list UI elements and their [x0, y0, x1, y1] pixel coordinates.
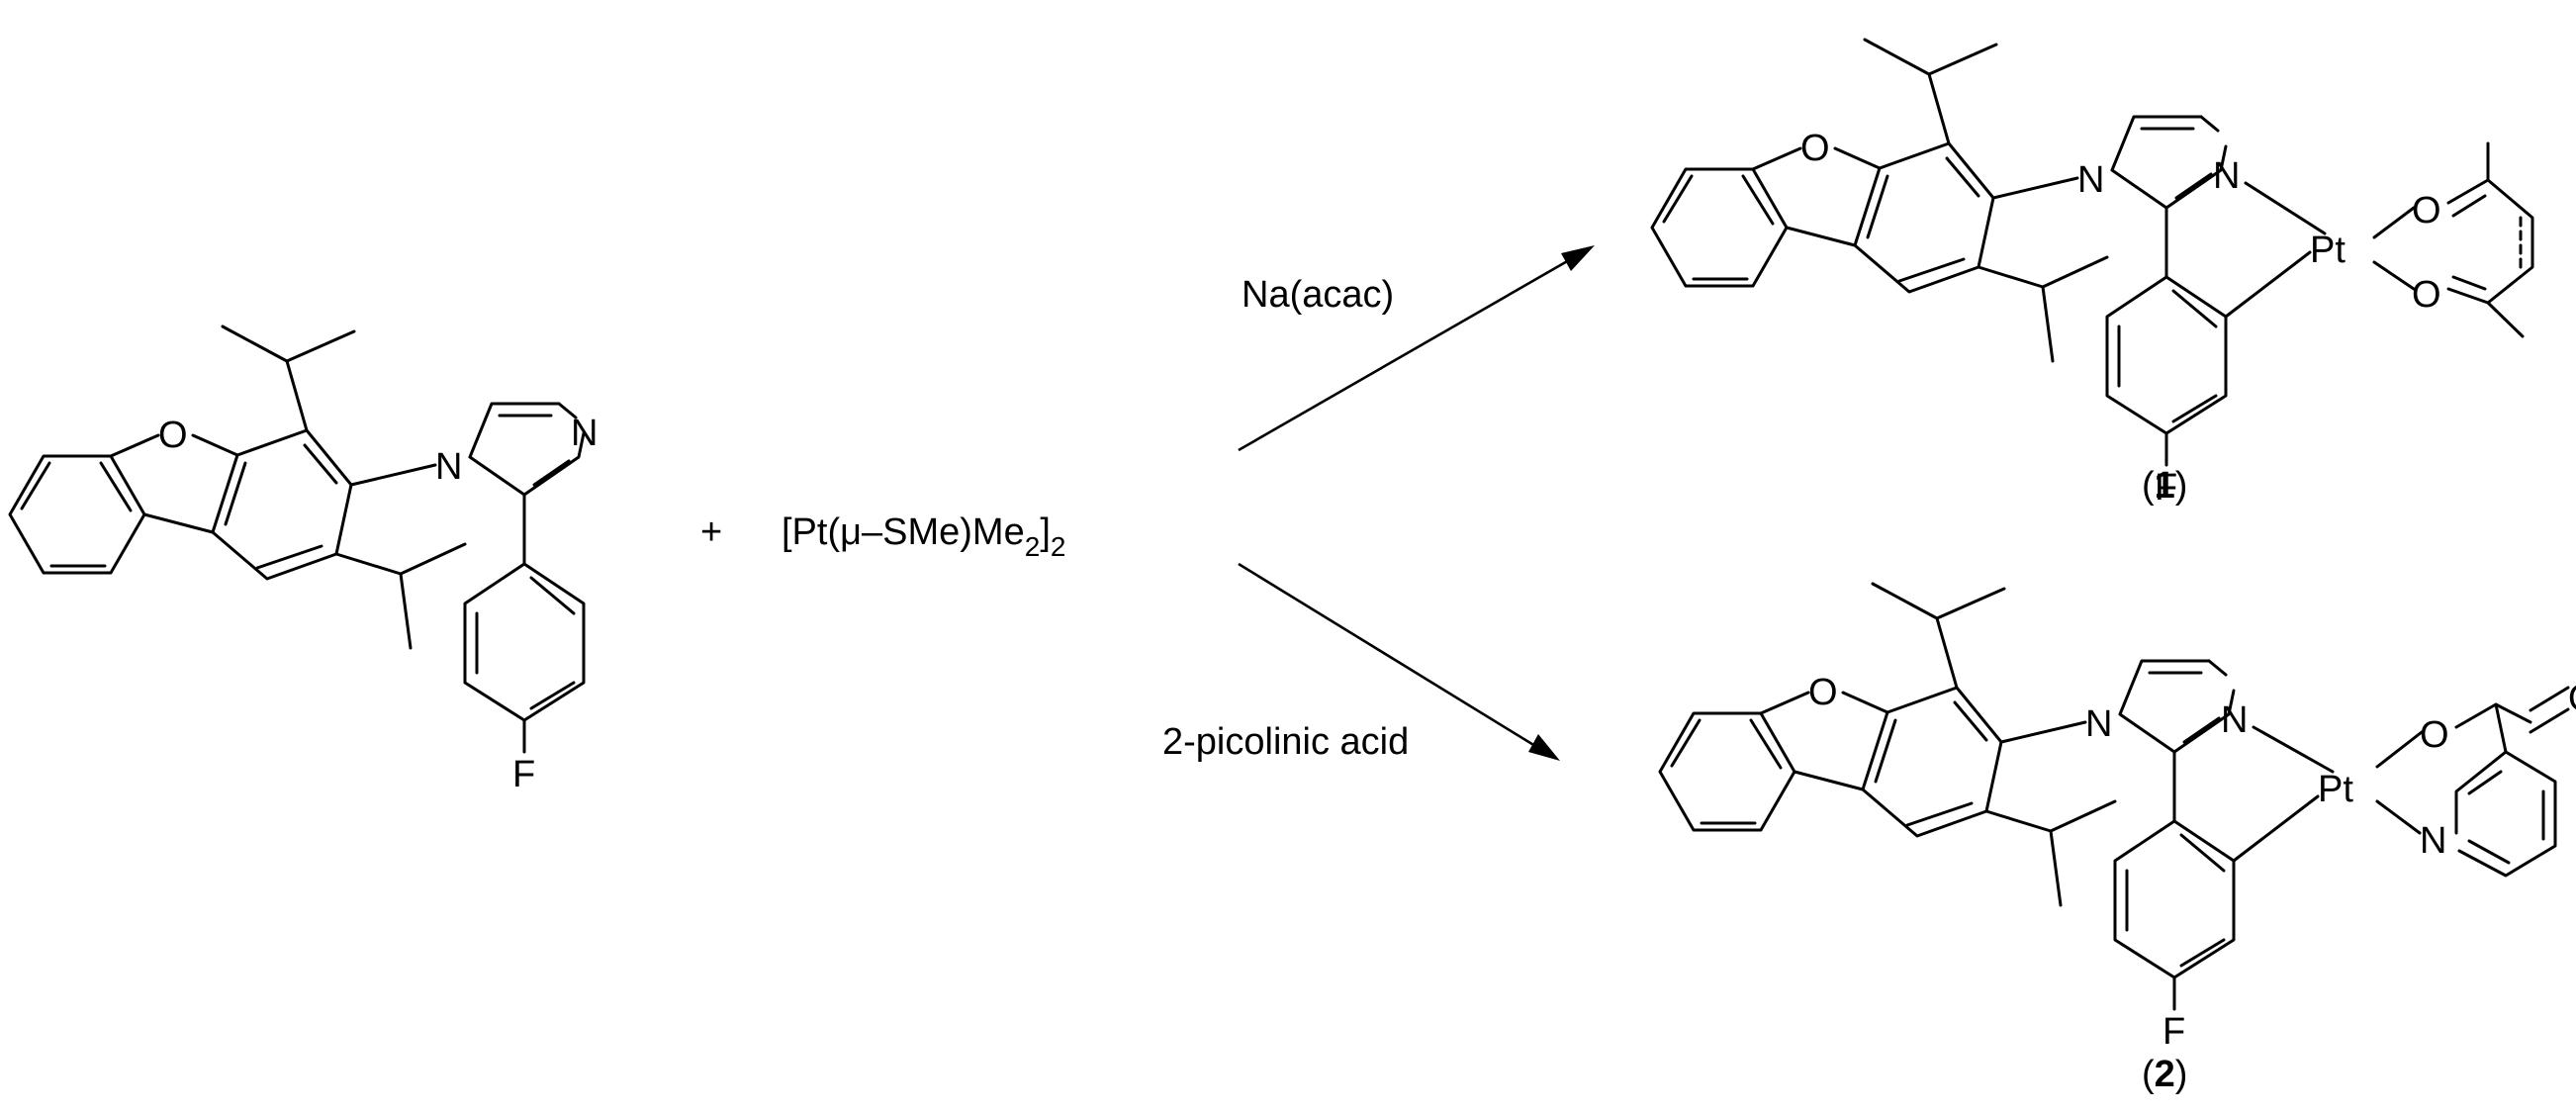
p2-atom-nitrogen-2: N [2221, 699, 2248, 741]
p2-atom-pyridine-nitrogen: N [2420, 820, 2446, 862]
p2-atom-carbonyl-oxygen: O [2568, 678, 2576, 719]
plus-sign: + [700, 511, 722, 553]
p1-atom-fluorine: F [2155, 467, 2177, 509]
p2-atom-fluorine: F [2162, 1011, 2185, 1053]
p1-atom-oxygen-b: O [2412, 274, 2441, 316]
p2-atom-oxygen-a: O [2420, 714, 2449, 756]
atom-fluorine: F [512, 754, 535, 795]
p2-atom-platinum: Pt [2318, 769, 2353, 810]
product-2: O N N Pt O O N F [1658, 582, 2576, 1053]
atom-oxygen: O [158, 415, 188, 456]
arrow-to-product-1 [1238, 245, 1595, 452]
product-1: O N N Pt O O F [1650, 38, 2534, 509]
p1-atom-oxygen: O [1800, 128, 1830, 169]
atom-nitrogen-1: N [435, 446, 462, 488]
p2-atom-oxygen: O [1808, 672, 1838, 713]
p1-atom-oxygen-a: O [2412, 190, 2441, 232]
p1-atom-nitrogen-2: N [2213, 155, 2240, 197]
p1-atom-nitrogen-1: N [2077, 159, 2104, 201]
p2-atom-nitrogen-1: N [2085, 703, 2112, 745]
platinum-reagent: [Pt(μ–SMe)Me2]2 [782, 511, 1065, 562]
atom-nitrogen-2: N [571, 413, 598, 454]
arrow-bottom-label: 2-picolinic acid [1162, 721, 1409, 763]
reactant-ligand: O N N F [8, 325, 598, 795]
p1-atom-platinum: Pt [2310, 230, 2346, 271]
product-2-label: (2) [2142, 1054, 2187, 1095]
arrow-top-label: Na(acac) [1242, 274, 1394, 316]
product-1-label: (1) [2142, 465, 2187, 507]
arrow-to-product-2 [1238, 562, 1560, 761]
